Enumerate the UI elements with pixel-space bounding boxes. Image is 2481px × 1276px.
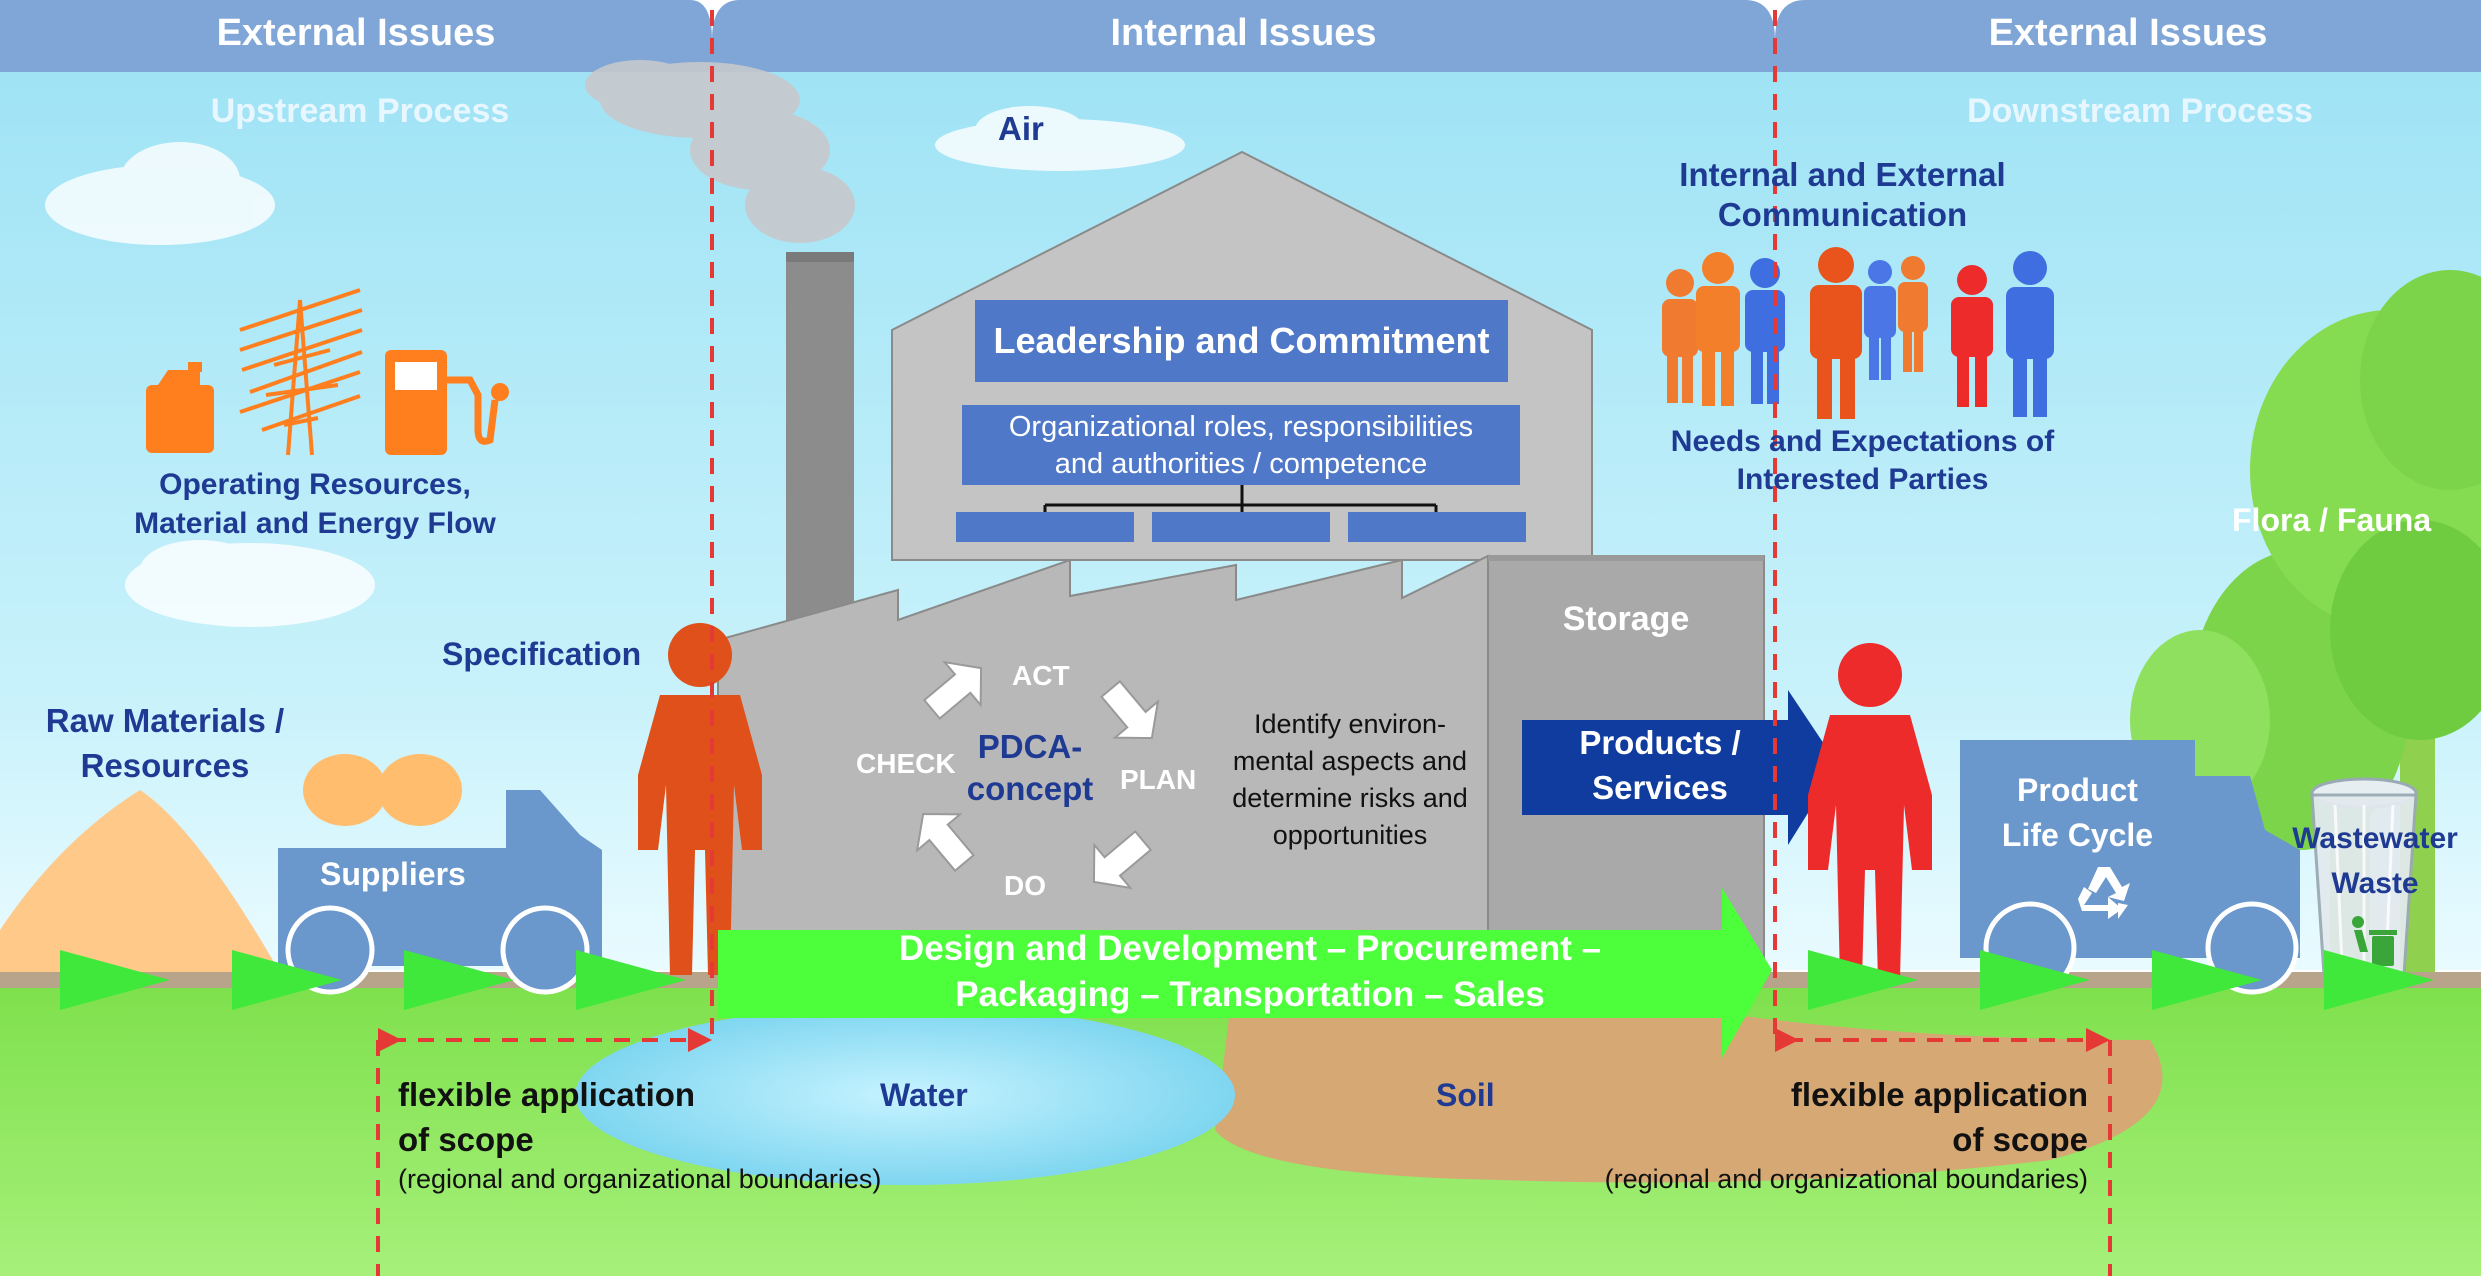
- org-box-3: [1348, 512, 1526, 542]
- roles-box: Organizational roles, responsibilities a…: [962, 405, 1520, 485]
- person-icon: [1898, 256, 1928, 372]
- operating-resources-label: Operating Resources, Material and Energy…: [134, 468, 496, 540]
- header-external-right: External Issues: [1988, 12, 2268, 54]
- suppliers-label: Suppliers: [320, 856, 466, 892]
- air-label: Air: [998, 110, 1044, 147]
- clouds: [45, 106, 1185, 627]
- soil-label: Soil: [1436, 1077, 1495, 1113]
- person-icon: [1808, 643, 1932, 980]
- storage-label: Storage: [1562, 600, 1690, 638]
- org-box-2: [1152, 512, 1330, 542]
- pdca-do-label: DO: [1004, 870, 1046, 901]
- recycle-icon: [2078, 867, 2130, 919]
- raw-materials-label: Raw Materials / Resources: [45, 702, 285, 784]
- header-internal: Internal Issues: [1110, 12, 1377, 54]
- downstream-process-label: Downstream Process: [1967, 92, 2313, 130]
- pdca-plan-label: PLAN: [1120, 764, 1197, 795]
- pdca-act-label: ACT: [1012, 660, 1070, 691]
- interested-parties-crowd: [1662, 247, 2054, 419]
- supplier-truck: [278, 754, 602, 995]
- header-bands: [0, 0, 2481, 72]
- identify-aspects-label: Identify environ- mental aspects and det…: [1232, 709, 1468, 850]
- water-pond: [575, 1005, 1235, 1185]
- truck-icon: [278, 754, 602, 995]
- communication-label: Internal and External Communication: [1679, 156, 2006, 233]
- water-label: Water: [880, 1077, 968, 1113]
- scope-left-label: flexible application of scope (regional …: [398, 1076, 882, 1194]
- fuel-pump-icon: [385, 350, 509, 455]
- wastewater-waste-label: Wastewater Waste: [2292, 822, 2458, 900]
- pdca-concept-label: PDCA- concept: [966, 728, 1094, 807]
- raw-material-pile: [0, 790, 290, 990]
- person-icon: [1810, 247, 1862, 419]
- cycle-arrow-icon: [1100, 679, 1160, 740]
- flow-arrows: [60, 950, 2434, 1010]
- product-life-cycle-label: Product Life Cycle: [2001, 772, 2154, 853]
- smoke-cloud: [585, 60, 855, 243]
- pdca-check-label: CHECK: [856, 748, 956, 779]
- person-icon: [2006, 251, 2054, 417]
- org-box-1: [956, 512, 1134, 542]
- needs-expectations-label: Needs and Expectations of Interested Par…: [1670, 425, 2055, 496]
- pdca-cycle-arrows: [915, 660, 1160, 890]
- cycle-arrow-icon: [1092, 830, 1153, 890]
- person-icon: [638, 623, 762, 975]
- person-icon: [1864, 260, 1896, 380]
- person-icon: [1951, 265, 1993, 407]
- cycle-arrow-icon: [922, 660, 983, 720]
- scope-boundaries: [376, 10, 2112, 1276]
- power-pylon-icon: [239, 288, 363, 456]
- scope-right-label: flexible application of scope (regional …: [1604, 1076, 2088, 1194]
- flora-fauna-label: Flora / Fauna: [2232, 502, 2432, 538]
- products-services-label: Products / Services: [1579, 724, 1741, 806]
- cycle-arrow-icon: [915, 812, 975, 873]
- person-icon: [1696, 252, 1740, 406]
- products-arrow: [1522, 690, 1838, 845]
- specification-label: Specification: [442, 636, 642, 672]
- person-icon: [1662, 269, 1698, 403]
- header-external-left: External Issues: [216, 12, 496, 54]
- chimney: [786, 252, 854, 632]
- product-truck: [1960, 740, 2300, 995]
- truck-icon: [1960, 740, 2300, 995]
- upstream-process-label: Upstream Process: [210, 92, 510, 130]
- main-process-label: Design and Development – Procurement – P…: [898, 929, 1602, 1014]
- main-process-arrow: [718, 888, 1772, 1058]
- leadership-box: Leadership and Commitment: [975, 300, 1508, 382]
- fuel-can-icon: [146, 362, 214, 453]
- trash-bin-icon: [2310, 777, 2418, 977]
